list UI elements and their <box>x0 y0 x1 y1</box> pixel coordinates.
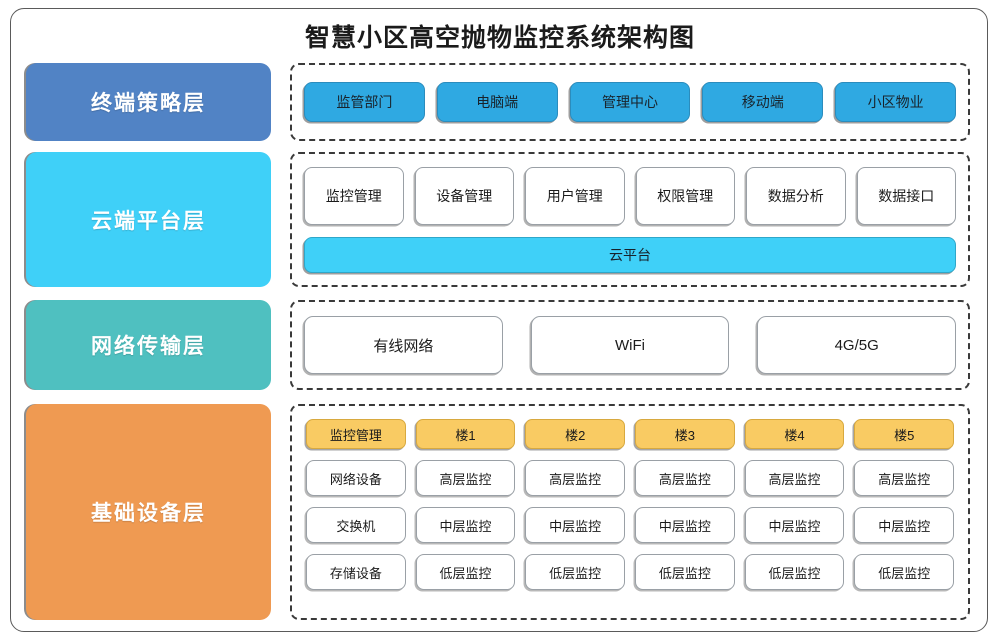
cloud-module-data-analysis[interactable]: 数据分析 <box>746 166 846 225</box>
infra-item-high-floor-monitor[interactable]: 高层监控 <box>525 460 626 496</box>
infra-column-header[interactable]: 监控管理 <box>306 419 406 449</box>
cloud-platform-bar[interactable]: 云平台 <box>304 236 956 273</box>
infra-column-building-4: 楼4 高层监控 中层监控 低层监控 <box>744 419 845 605</box>
terminal-container: 监管部门 电脑端 管理中心 移动端 小区物业 <box>290 63 970 141</box>
infra-column-monitor-management: 监控管理 网络设备 交换机 存储设备 <box>306 419 406 605</box>
infra-item-low-floor-monitor[interactable]: 低层监控 <box>415 554 516 590</box>
infra-item-high-floor-monitor[interactable]: 高层监控 <box>744 460 845 496</box>
infra-item-low-floor-monitor[interactable]: 低层监控 <box>635 554 735 590</box>
layer-cloud: 云端平台层 监控管理 设备管理 用户管理 权限管理 数据分析 数据接口 云平台 <box>26 152 970 287</box>
terminal-chip-supervision[interactable]: 监管部门 <box>304 82 425 122</box>
infra-column-header[interactable]: 楼4 <box>744 419 845 449</box>
cloud-module-data-interface[interactable]: 数据接口 <box>856 166 956 225</box>
infra-item-low-floor-monitor[interactable]: 低层监控 <box>744 554 845 590</box>
infra-column-header[interactable]: 楼5 <box>854 419 955 449</box>
layer-label-network: 网络传输层 <box>26 300 271 390</box>
cloud-module-user-management[interactable]: 用户管理 <box>525 166 625 225</box>
infra-column-building-5: 楼5 高层监控 中层监控 低层监控 <box>854 419 955 605</box>
terminal-chip-mobile[interactable]: 移动端 <box>702 82 824 122</box>
infra-item-network-device[interactable]: 网络设备 <box>306 460 406 496</box>
infra-item-mid-floor-monitor[interactable]: 中层监控 <box>415 507 516 543</box>
terminal-chip-pc[interactable]: 电脑端 <box>436 82 558 122</box>
terminal-chip-property[interactable]: 小区物业 <box>835 82 956 122</box>
infra-column-header[interactable]: 楼3 <box>635 419 735 449</box>
cloud-module-row: 监控管理 设备管理 用户管理 权限管理 数据分析 数据接口 <box>304 166 956 225</box>
infra-item-storage-device[interactable]: 存储设备 <box>306 554 406 590</box>
cloud-module-device-management[interactable]: 设备管理 <box>414 166 514 225</box>
layer-label-terminal: 终端策略层 <box>26 63 271 141</box>
infra-column-building-1: 楼1 高层监控 中层监控 低层监控 <box>415 419 516 605</box>
network-chip-wifi[interactable]: WiFi <box>530 316 730 374</box>
infra-item-high-floor-monitor[interactable]: 高层监控 <box>415 460 516 496</box>
network-chip-wired[interactable]: 有线网络 <box>304 316 503 374</box>
cloud-container: 监控管理 设备管理 用户管理 权限管理 数据分析 数据接口 云平台 <box>290 152 970 287</box>
network-container: 有线网络 WiFi 4G/5G <box>290 300 970 390</box>
terminal-chip-management-center[interactable]: 管理中心 <box>569 82 691 122</box>
infra-item-high-floor-monitor[interactable]: 高层监控 <box>854 460 955 496</box>
infra-column-header[interactable]: 楼2 <box>525 419 626 449</box>
infra-column-building-3: 楼3 高层监控 中层监控 低层监控 <box>635 419 735 605</box>
infrastructure-grid: 监控管理 网络设备 交换机 存储设备 楼1 高层监控 中层监控 低层监控 楼2 … <box>306 419 955 605</box>
infra-item-low-floor-monitor[interactable]: 低层监控 <box>525 554 626 590</box>
infra-item-mid-floor-monitor[interactable]: 中层监控 <box>635 507 735 543</box>
layer-network: 网络传输层 有线网络 WiFi 4G/5G <box>26 300 970 390</box>
cloud-module-permission-management[interactable]: 权限管理 <box>635 166 735 225</box>
layer-terminal: 终端策略层 监管部门 电脑端 管理中心 移动端 小区物业 <box>26 63 970 141</box>
infra-item-mid-floor-monitor[interactable]: 中层监控 <box>854 507 955 543</box>
infrastructure-container: 监控管理 网络设备 交换机 存储设备 楼1 高层监控 中层监控 低层监控 楼2 … <box>290 404 970 620</box>
cloud-module-monitor-management[interactable]: 监控管理 <box>304 166 404 225</box>
terminal-chip-row: 监管部门 电脑端 管理中心 移动端 小区物业 <box>304 82 956 122</box>
layer-label-infrastructure: 基础设备层 <box>26 404 271 620</box>
diagram-title: 智慧小区高空抛物监控系统架构图 <box>304 24 695 52</box>
infra-item-high-floor-monitor[interactable]: 高层监控 <box>635 460 735 496</box>
layer-label-cloud: 云端平台层 <box>26 152 271 287</box>
infra-item-switch[interactable]: 交换机 <box>306 507 406 543</box>
infra-column-header[interactable]: 楼1 <box>415 419 516 449</box>
network-chip-cellular[interactable]: 4G/5G <box>757 316 957 374</box>
infra-item-mid-floor-monitor[interactable]: 中层监控 <box>525 507 626 543</box>
network-chip-row: 有线网络 WiFi 4G/5G <box>304 316 957 374</box>
layer-infrastructure: 基础设备层 监控管理 网络设备 交换机 存储设备 楼1 高层监控 中层监控 低层… <box>26 404 970 620</box>
infra-item-mid-floor-monitor[interactable]: 中层监控 <box>744 507 845 543</box>
infra-column-building-2: 楼2 高层监控 中层监控 低层监控 <box>525 419 626 605</box>
infra-item-low-floor-monitor[interactable]: 低层监控 <box>854 554 955 590</box>
